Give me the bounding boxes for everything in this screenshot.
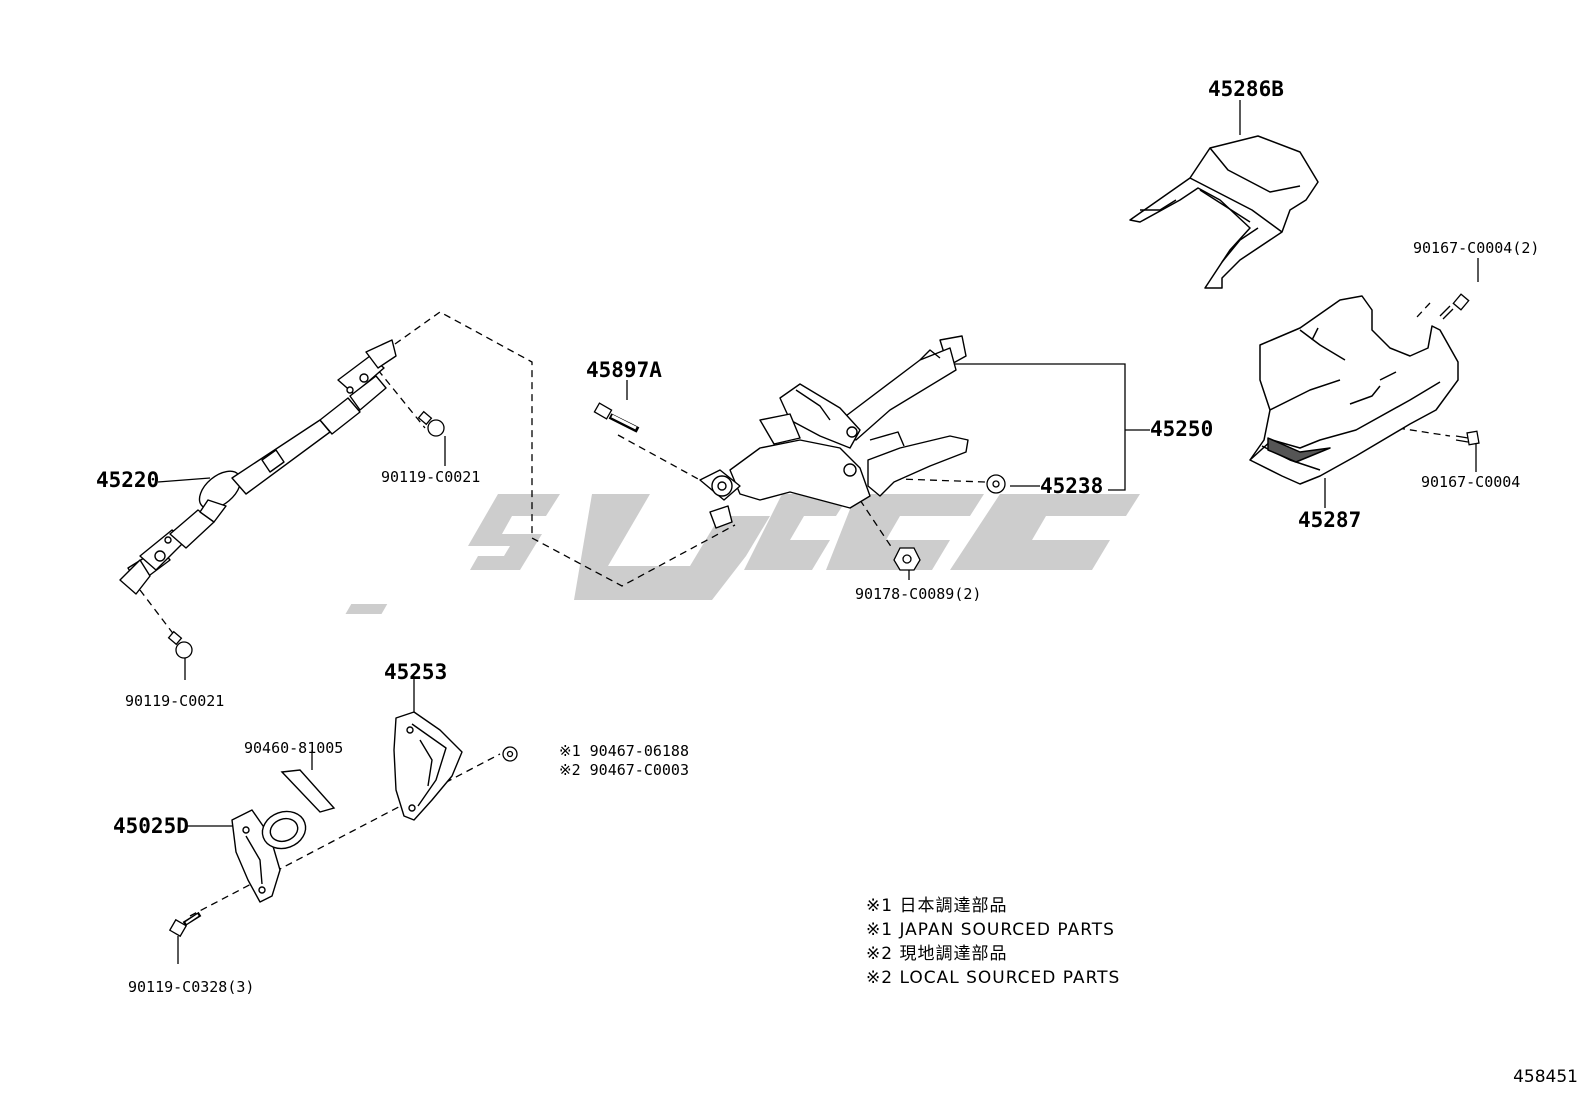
label-45220: 45220 (96, 468, 160, 492)
label-45025D: 45025D (113, 814, 189, 838)
label-90467-C0003: ※2 90467-C0003 (559, 761, 689, 779)
screw-90167-C0004-2 (1439, 293, 1470, 320)
note-local-sourced-en: ※2 LOCAL SOURCED PARTS (866, 968, 1121, 988)
note-japan-sourced-en: ※1 JAPAN SOURCED PARTS (866, 920, 1115, 940)
note-local-sourced-jp: ※2 現地調達部品 (866, 944, 1008, 964)
lower-column-cover-45287 (1249, 295, 1459, 485)
seal-90460-81005 (280, 769, 336, 813)
bolt-45897A (593, 402, 640, 433)
watermark-logo (345, 494, 1140, 614)
note-japan-sourced-jp: ※1 日本調達部品 (866, 896, 1008, 916)
bolt-90119-C0021-upper (417, 410, 445, 437)
figure-number: 458451 (1513, 1067, 1578, 1087)
label-45286B: 45286B (1208, 77, 1284, 101)
steering-column-45250 (699, 335, 969, 529)
column-hole-cover-45253 (393, 711, 463, 821)
label-90119-C0021-upper: 90119-C0021 (381, 468, 481, 486)
label-90119-C0328-3: 90119-C0328(3) (128, 978, 255, 996)
label-45238: 45238 (1040, 474, 1104, 498)
label-45287: 45287 (1298, 508, 1362, 532)
label-90467-06188: ※1 90467-06188 (559, 742, 689, 760)
label-90167-C0004-2: 90167-C0004(2) (1413, 239, 1540, 257)
nut-45238 (986, 474, 1006, 494)
label-45253: 45253 (384, 660, 448, 684)
label-90460-81005: 90460-81005 (244, 739, 344, 757)
screw-90167-C0004 (1455, 430, 1480, 446)
clip-90467 (502, 746, 518, 762)
column-hole-boot-45025D (231, 809, 307, 903)
bolt-90119-C0328 (168, 911, 202, 938)
solid-leaders (157, 100, 1479, 964)
nut-90178-C0089 (893, 547, 921, 571)
intermediate-shaft-45220 (119, 339, 397, 595)
label-45897A: 45897A (586, 358, 662, 382)
bolt-90119-C0021-lower (167, 630, 193, 659)
label-90119-C0021-lower: 90119-C0021 (125, 692, 225, 710)
label-90167-C0004: 90167-C0004 (1421, 473, 1521, 491)
upper-column-cover-45286B (1129, 135, 1319, 289)
label-45250: 45250 (1150, 417, 1214, 441)
label-90178-C0089-2: 90178-C0089(2) (855, 585, 982, 603)
